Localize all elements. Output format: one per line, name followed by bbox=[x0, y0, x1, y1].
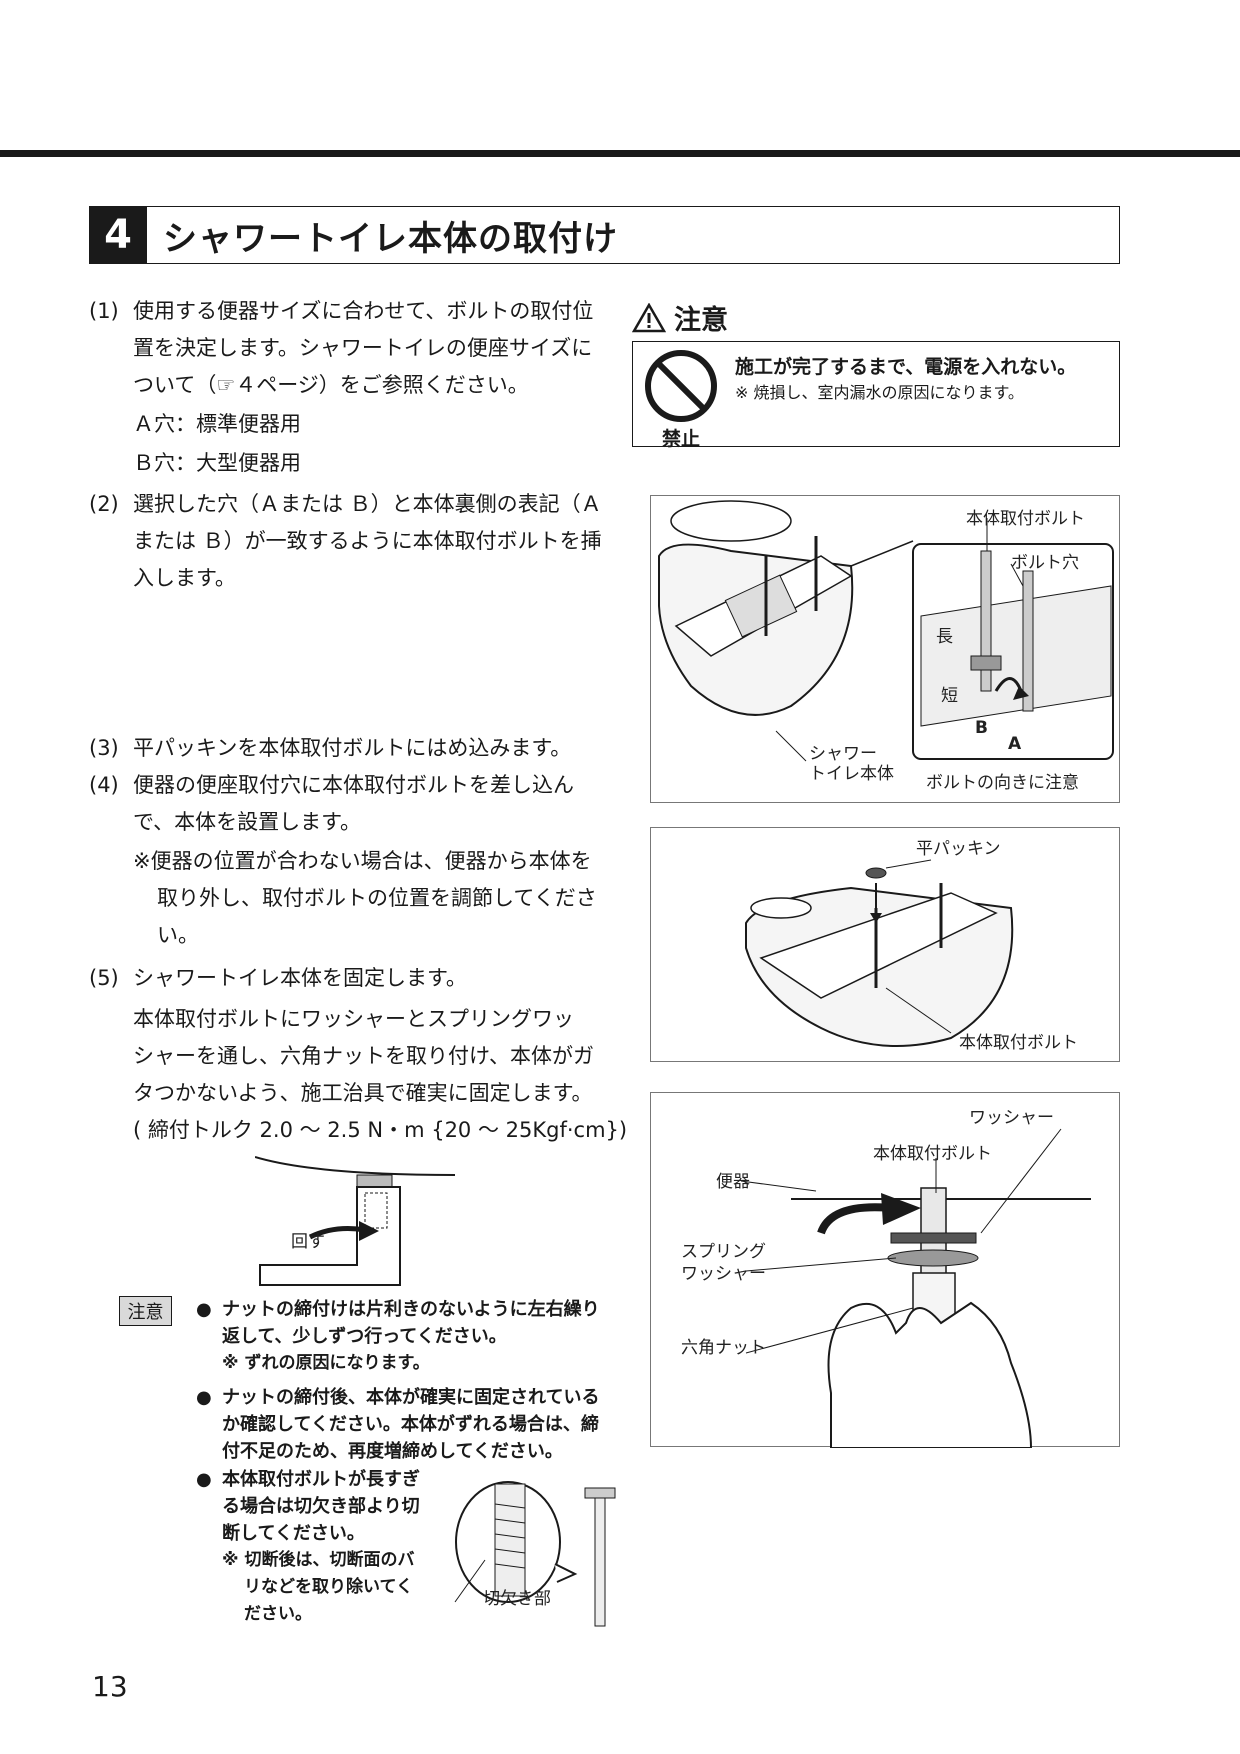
note-line: る場合は切欠き部より切 bbox=[222, 1496, 420, 1517]
figure-3-illustration bbox=[740, 1128, 1091, 1448]
caution-label: 注意 bbox=[674, 305, 728, 336]
step-number: (1) bbox=[89, 299, 119, 323]
figure-nut-fastening: ワッシャー 本体取付ボルト 便器 スプリング ワッシャー 六角ナット bbox=[650, 1092, 1120, 1448]
step-text-line: 入します。 bbox=[133, 566, 236, 590]
note-subline: ださい。 bbox=[244, 1604, 312, 1624]
step-note-line: い。 bbox=[157, 923, 199, 947]
note-subline: ※ 切断後は、切断面のバ bbox=[222, 1550, 415, 1570]
mark-b-label: B bbox=[975, 718, 988, 738]
washer-label: ワッシャー bbox=[969, 1108, 1054, 1128]
step-text-line: ついて（☞４ページ）をご参照ください。 bbox=[133, 373, 529, 397]
wrench-illustration: 回す bbox=[254, 1155, 465, 1290]
caution-heading: 注意 bbox=[632, 298, 728, 337]
step-text-line: 置を決定します。シャワートイレの便座サイズに bbox=[133, 336, 593, 360]
figure-2-illustration bbox=[745, 859, 1014, 1047]
step-number: (5) bbox=[89, 966, 119, 990]
caution-box: 禁止 施工が完了するまで、電源を入れない。 ※ 焼損し、室内漏水の原因になります… bbox=[632, 341, 1120, 450]
figure-packing: 平パッキン 本体取付ボルト bbox=[650, 827, 1120, 1062]
step-3: (3) 平パッキンを本体取付ボルトにはめ込みます。 bbox=[89, 730, 629, 767]
section-number: 4 bbox=[89, 205, 147, 264]
step-note-line: 取り外し、取付ボルトの位置を調節してくださ bbox=[157, 886, 597, 910]
turn-label: 回す bbox=[291, 1232, 325, 1252]
spring-washer-label: スプリング ワッシャー bbox=[681, 1241, 766, 1285]
bullet-icon: ● bbox=[196, 1387, 212, 1408]
figure-bolt-insertion: 本体取付ボルト ボルト穴 長 短 B A シャワー トイレ本体 ボルトの向きに注… bbox=[650, 495, 1120, 803]
bolt-hole-label: ボルト穴 bbox=[1011, 553, 1079, 573]
caution-main-text: 施工が完了するまで、電源を入れない。 bbox=[735, 356, 1077, 378]
hole-b-text: Ｂ穴：大型便器用 bbox=[133, 451, 301, 475]
bowl-label: 便器 bbox=[716, 1172, 750, 1192]
note-item-2: ● ナットの締付後、本体が確実に固定されている か確認してください。本体がずれる… bbox=[196, 1384, 626, 1465]
mark-a-label: A bbox=[1008, 734, 1022, 754]
top-rule bbox=[0, 150, 1240, 157]
step-text-line: 使用する便器サイズに合わせて、ボルトの取付位 bbox=[133, 299, 594, 323]
direction-label: ボルトの向きに注意 bbox=[926, 773, 1079, 793]
notch-label: 切欠き部 bbox=[483, 1589, 551, 1609]
hex-nut-label: 六角ナット bbox=[681, 1338, 766, 1358]
prohibit-label: 禁止 bbox=[661, 428, 700, 450]
step-note-line: ※便器の位置が合わない場合は、便器から本体を bbox=[133, 849, 592, 873]
note-line: 本体取付ボルトが長すぎ bbox=[222, 1469, 420, 1490]
bullet-icon: ● bbox=[196, 1299, 212, 1320]
prohibit-icon bbox=[645, 350, 717, 422]
hole-a-text: Ａ穴：標準便器用 bbox=[133, 412, 301, 436]
step-text-line: シャーを通し、六角ナットを取り付け、本体がガ bbox=[133, 1044, 594, 1068]
step-text-line: または Ｂ）が一致するように本体取付ボルトを挿 bbox=[133, 529, 602, 553]
packing-label: 平パッキン bbox=[916, 839, 1001, 859]
note-badge: 注意 bbox=[119, 1296, 172, 1326]
note-line: ナットの締付後、本体が確実に固定されている bbox=[222, 1387, 600, 1408]
step-text-line: タつかないよう、施工治具で確実に固定します。 bbox=[133, 1081, 593, 1105]
body-label-line: シャワー bbox=[809, 744, 877, 764]
bullet-icon: ● bbox=[196, 1469, 212, 1490]
note-line: 返して、少しずつ行ってください。 bbox=[222, 1326, 507, 1347]
wrench-drawing bbox=[254, 1156, 456, 1286]
step-number: (3) bbox=[89, 736, 119, 760]
caution-sub-text: ※ 焼損し、室内漏水の原因になります。 bbox=[735, 383, 1024, 402]
note-item-1: ● ナットの締付けは片利きのないように左右繰り 返して、少しずつ行ってください。… bbox=[196, 1296, 626, 1377]
step-number: (2) bbox=[89, 492, 119, 516]
short-label: 短 bbox=[941, 686, 958, 706]
note-line: か確認してください。本体がずれる場合は、締 bbox=[222, 1414, 599, 1435]
section-header: 4 シャワートイレ本体の取付け bbox=[89, 205, 1120, 264]
spring-label-line: スプリング bbox=[681, 1242, 766, 1262]
body-label: シャワー トイレ本体 bbox=[809, 744, 894, 784]
prohibit-sign: 禁止 bbox=[641, 348, 721, 451]
step-5: (5) シャワートイレ本体を固定します。 本体取付ボルトにワッシャーとスプリング… bbox=[89, 960, 629, 1149]
bolt-cut-drawing bbox=[454, 1481, 616, 1627]
bolt-label-2: 本体取付ボルト bbox=[959, 1033, 1078, 1053]
step-4: (4) 便器の便座取付穴に本体取付ボルトを差し込ん で、本体を設置します。 ※便… bbox=[89, 767, 629, 954]
spring-label-line: ワッシャー bbox=[681, 1264, 766, 1284]
long-label: 長 bbox=[936, 627, 953, 647]
bolt-label: 本体取付ボルト bbox=[966, 509, 1085, 529]
section-title: シャワートイレ本体の取付け bbox=[163, 218, 618, 259]
step-text-line: で、本体を設置します。 bbox=[133, 810, 362, 834]
note-subline: ※ ずれの原因になります。 bbox=[222, 1353, 430, 1373]
step-text-line: 便器の便座取付穴に本体取付ボルトを差し込ん bbox=[133, 773, 574, 797]
note-line: 断してください。 bbox=[222, 1523, 365, 1544]
step-text-line: 選択した穴（Ａまたは Ｂ）と本体裏側の表記（Ａ bbox=[133, 492, 602, 516]
step-number: (4) bbox=[89, 773, 119, 797]
step-text-line: 本体取付ボルトにワッシャーとスプリングワッ bbox=[133, 1007, 574, 1031]
bolt-label-3: 本体取付ボルト bbox=[873, 1144, 992, 1164]
page-number: 13 bbox=[92, 1670, 128, 1703]
note-line: ナットの締付けは片利きのないように左右繰り bbox=[222, 1299, 600, 1320]
step-1: (1) 使用する便器サイズに合わせて、ボルトの取付位 置を決定します。シャワート… bbox=[89, 293, 629, 482]
torque-text: ( 締付トルク 2.0 ～ 2.5 N・m {20 ～ 25Kgf·cm}) bbox=[133, 1118, 628, 1142]
step-text-line: 平パッキンを本体取付ボルトにはめ込みます。 bbox=[133, 736, 572, 760]
bolt-cut-illustration: 切欠き部 bbox=[445, 1474, 635, 1632]
body-label-line: トイレ本体 bbox=[809, 764, 894, 784]
step-text-line: シャワートイレ本体を固定します。 bbox=[133, 966, 467, 990]
warning-triangle-icon bbox=[632, 302, 666, 332]
note-item-3: ● 本体取付ボルトが長すぎ る場合は切欠き部より切 断してください。 ※ 切断後… bbox=[196, 1466, 446, 1628]
step-2: (2) 選択した穴（Ａまたは Ｂ）と本体裏側の表記（Ａ または Ｂ）が一致するよ… bbox=[89, 486, 629, 597]
note-subline: リなどを取り除いてく bbox=[244, 1577, 413, 1597]
note-line: 付不足のため、再度増締めしてください。 bbox=[222, 1441, 563, 1462]
figure-1-illustration bbox=[658, 500, 1114, 762]
